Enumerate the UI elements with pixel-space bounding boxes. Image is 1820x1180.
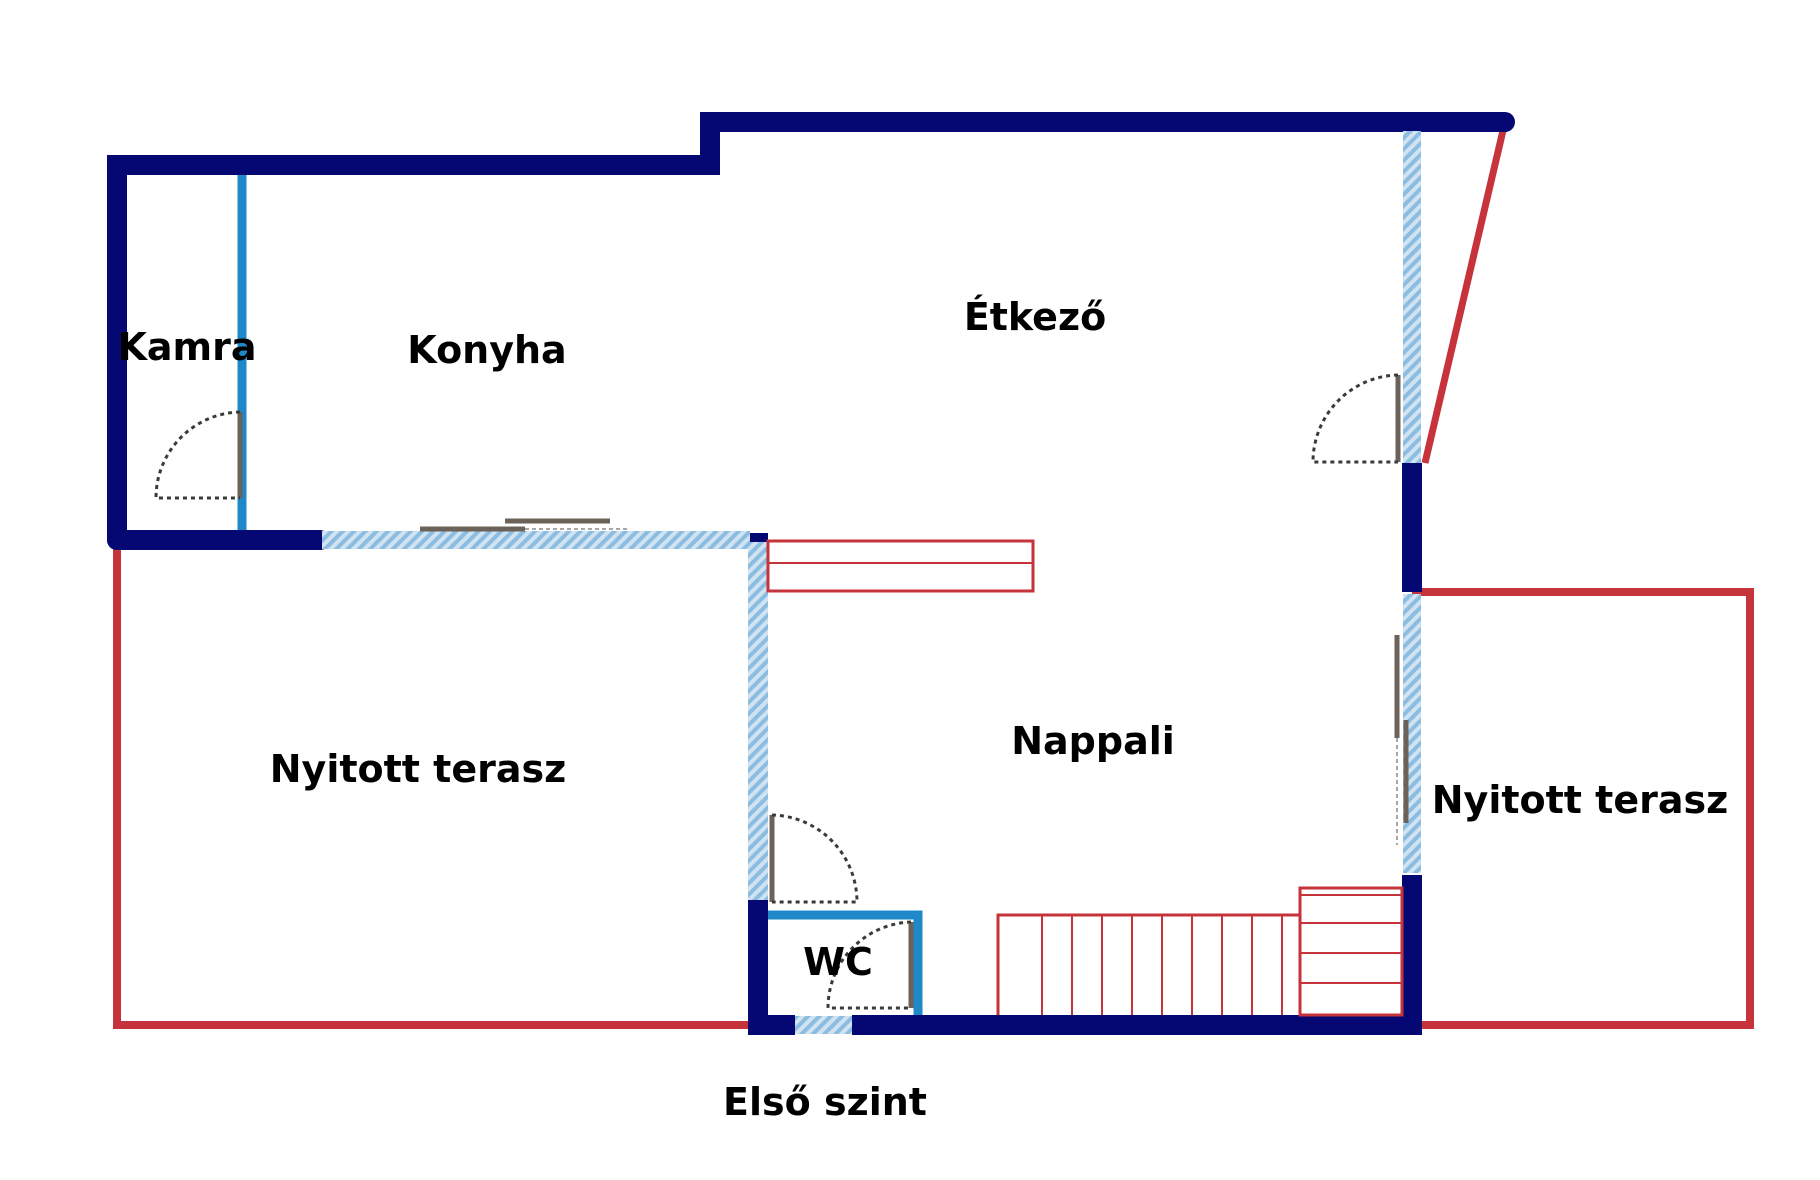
balcony-edge bbox=[1421, 121, 1509, 464]
room-label-kamra: Kamra bbox=[117, 325, 256, 369]
door-living-left bbox=[769, 813, 859, 904]
room-label-etkezo: Étkező bbox=[964, 295, 1106, 339]
room-label-terasz-right: Nyitott terasz bbox=[1432, 778, 1729, 822]
kitchen-counter bbox=[766, 539, 1035, 593]
floor-title: Első szint bbox=[723, 1080, 927, 1124]
exterior-wall-bottom bbox=[748, 875, 1422, 1035]
room-label-terasz-left: Nyitott terasz bbox=[270, 747, 567, 791]
window-living-left bbox=[748, 542, 768, 900]
window-wc-bottom bbox=[795, 1016, 852, 1034]
door-dining-right bbox=[1311, 373, 1401, 464]
terrace-left-outline bbox=[113, 540, 755, 1029]
room-label-wc: WC bbox=[803, 940, 873, 984]
sliding-door-living-right bbox=[1394, 635, 1409, 845]
terrace-right-outline bbox=[1412, 588, 1754, 1029]
room-label-konyha: Konyha bbox=[407, 328, 566, 372]
room-label-nappali: Nappali bbox=[1011, 719, 1175, 763]
door-kamra bbox=[154, 410, 243, 500]
window-dining-right bbox=[1403, 131, 1421, 463]
sliding-door-kitchen bbox=[420, 518, 630, 532]
staircase bbox=[996, 886, 1404, 1017]
interior-wall-wc bbox=[768, 910, 923, 1015]
exterior-wall-top bbox=[107, 112, 1515, 550]
window-kitchen-bottom bbox=[322, 531, 750, 549]
door-wc bbox=[826, 920, 914, 1010]
